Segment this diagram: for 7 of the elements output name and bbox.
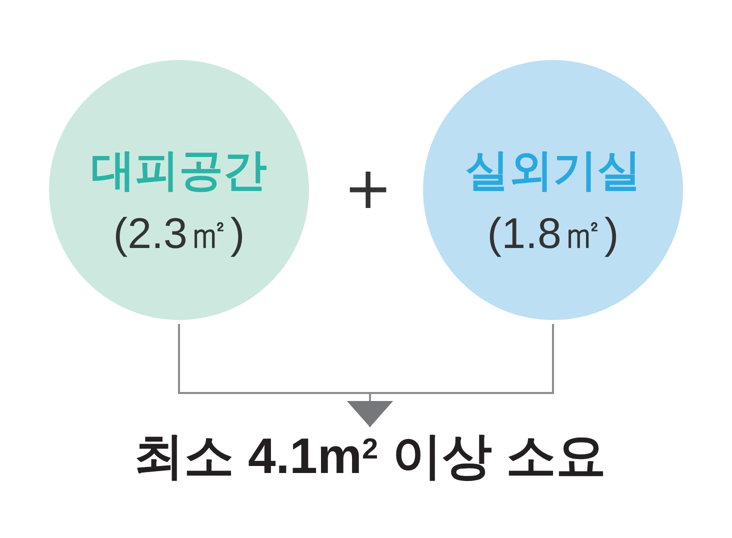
bracket-arrow bbox=[347, 324, 554, 427]
room-name: 실외기실 bbox=[465, 146, 641, 196]
area-value: (1.8㎡) bbox=[487, 210, 619, 258]
result-text: 최소 4.1m$^{2}$ 이상 소요 bbox=[134, 428, 606, 484]
plus-sign: + bbox=[344, 159, 392, 217]
room-name: 대피공간 bbox=[91, 146, 267, 196]
area-value: (2.3㎡) bbox=[113, 210, 245, 258]
